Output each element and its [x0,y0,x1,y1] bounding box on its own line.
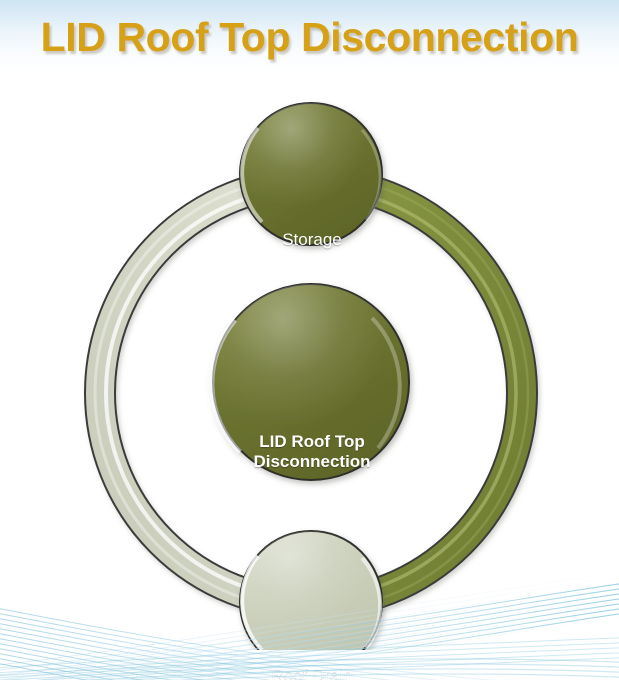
node-roof-drain [239,530,383,650]
center-node-rim-highlight [209,318,242,454]
node-center [209,283,410,481]
page-title: LID Roof Top Disconnection [40,14,579,60]
roof-drain-node-gloss [240,531,382,650]
center-node-gloss [213,284,409,480]
cycle-diagram: Storage LID Roof Top Disconnection Roof … [0,80,619,680]
storage-node-rim-highlight-right [360,128,382,221]
node-storage [239,102,383,246]
center-node-rim-highlight-right [370,316,402,450]
storage-node-gloss [240,103,382,245]
roof-drain-node-label: Roof Drain [271,665,353,680]
storage-node-rim-highlight [240,126,264,224]
